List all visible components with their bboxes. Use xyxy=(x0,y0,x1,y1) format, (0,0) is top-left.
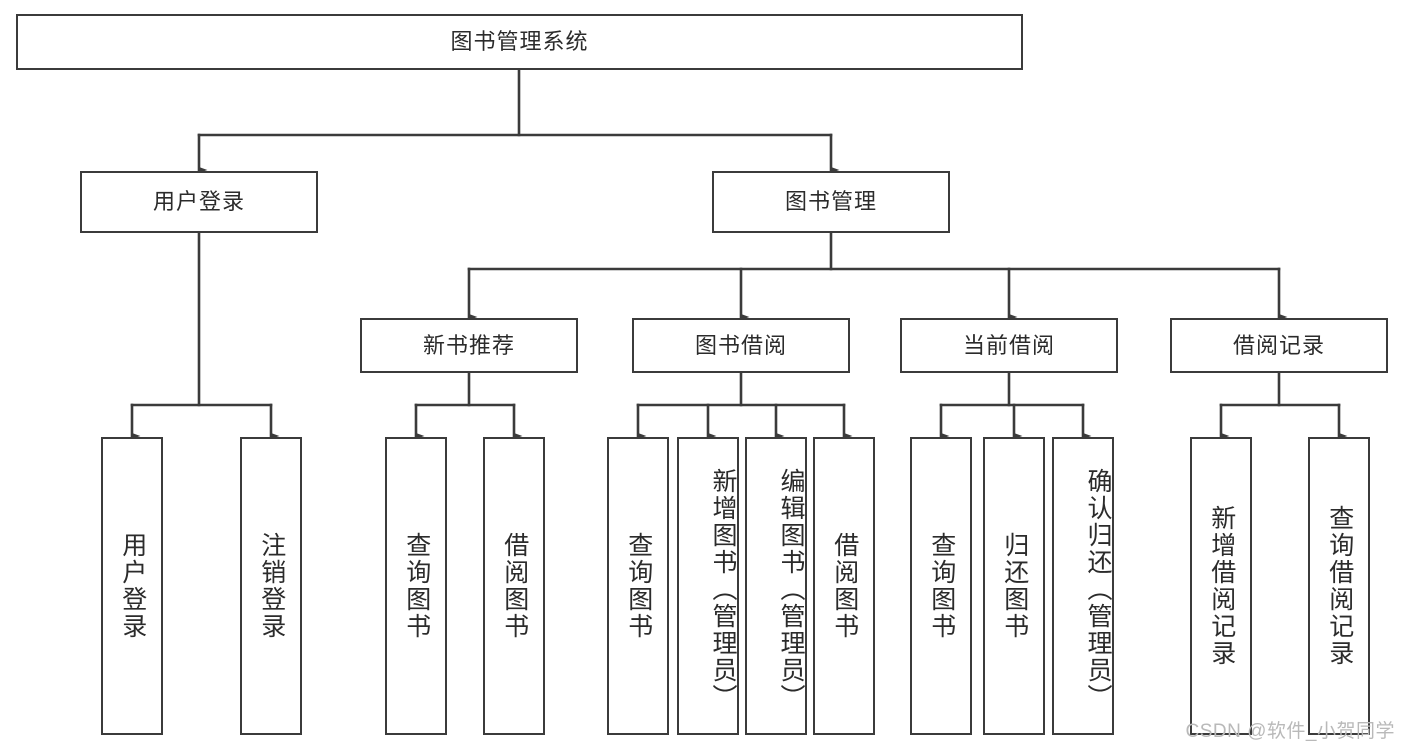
node-label: 查询图书 xyxy=(927,532,956,640)
node-label: 借阅图书 xyxy=(500,532,529,640)
node-leaf-add-book[interactable]: 新增图书（管理员） xyxy=(677,437,739,735)
node-book-manage[interactable]: 图书管理 xyxy=(712,171,950,233)
connector-lines xyxy=(130,68,1348,440)
node-book-borrow[interactable]: 图书借阅 xyxy=(632,318,850,373)
node-leaf-add-borrow-record[interactable]: 新增借阅记录 xyxy=(1190,437,1252,735)
node-label: 查询图书 xyxy=(624,532,653,640)
node-leaf-user-login[interactable]: 用户登录 xyxy=(101,437,163,735)
node-leaf-query-book-1[interactable]: 查询图书 xyxy=(385,437,447,735)
node-leaf-query-borrow-record[interactable]: 查询借阅记录 xyxy=(1308,437,1370,735)
node-label: 注销登录 xyxy=(257,532,286,640)
node-label: 图书管理 xyxy=(784,189,877,215)
node-leaf-borrow-book-2[interactable]: 借阅图书 xyxy=(813,437,875,735)
node-user-login[interactable]: 用户登录 xyxy=(80,171,318,233)
node-label: 图书借阅 xyxy=(694,332,787,358)
node-borrow-record[interactable]: 借阅记录 xyxy=(1170,318,1388,373)
node-label: 用户登录 xyxy=(118,532,147,640)
node-label: 查询图书 xyxy=(402,532,431,640)
node-new-book-recommend[interactable]: 新书推荐 xyxy=(360,318,578,373)
node-root[interactable]: 图书管理系统 xyxy=(16,14,1023,70)
node-label: 当前借阅 xyxy=(962,332,1055,358)
node-label: 新增借阅记录 xyxy=(1207,505,1236,667)
node-label: 用户登录 xyxy=(152,189,245,215)
node-label: 查询借阅记录 xyxy=(1325,505,1354,667)
node-label: 新增图书（管理员） xyxy=(709,467,737,711)
node-leaf-query-book-3[interactable]: 查询图书 xyxy=(910,437,972,735)
node-leaf-query-book-2[interactable]: 查询图书 xyxy=(607,437,669,735)
node-leaf-borrow-book-1[interactable]: 借阅图书 xyxy=(483,437,545,735)
node-leaf-return-book[interactable]: 归还图书 xyxy=(983,437,1045,735)
watermark: CSDN @软件_小贺同学 xyxy=(1185,721,1395,742)
node-leaf-confirm-return[interactable]: 确认归还（管理员） xyxy=(1052,437,1114,735)
node-leaf-edit-book[interactable]: 编辑图书（管理员） xyxy=(745,437,807,735)
node-label: 图书管理系统 xyxy=(450,29,589,55)
node-current-borrow[interactable]: 当前借阅 xyxy=(900,318,1118,373)
node-label: 编辑图书（管理员） xyxy=(777,467,805,711)
node-label: 确认归还（管理员） xyxy=(1084,467,1112,711)
node-label: 借阅记录 xyxy=(1232,332,1325,358)
node-label: 借阅图书 xyxy=(830,532,859,640)
node-label: 新书推荐 xyxy=(422,332,515,358)
node-leaf-user-logout[interactable]: 注销登录 xyxy=(240,437,302,735)
node-label: 归还图书 xyxy=(1000,532,1029,640)
